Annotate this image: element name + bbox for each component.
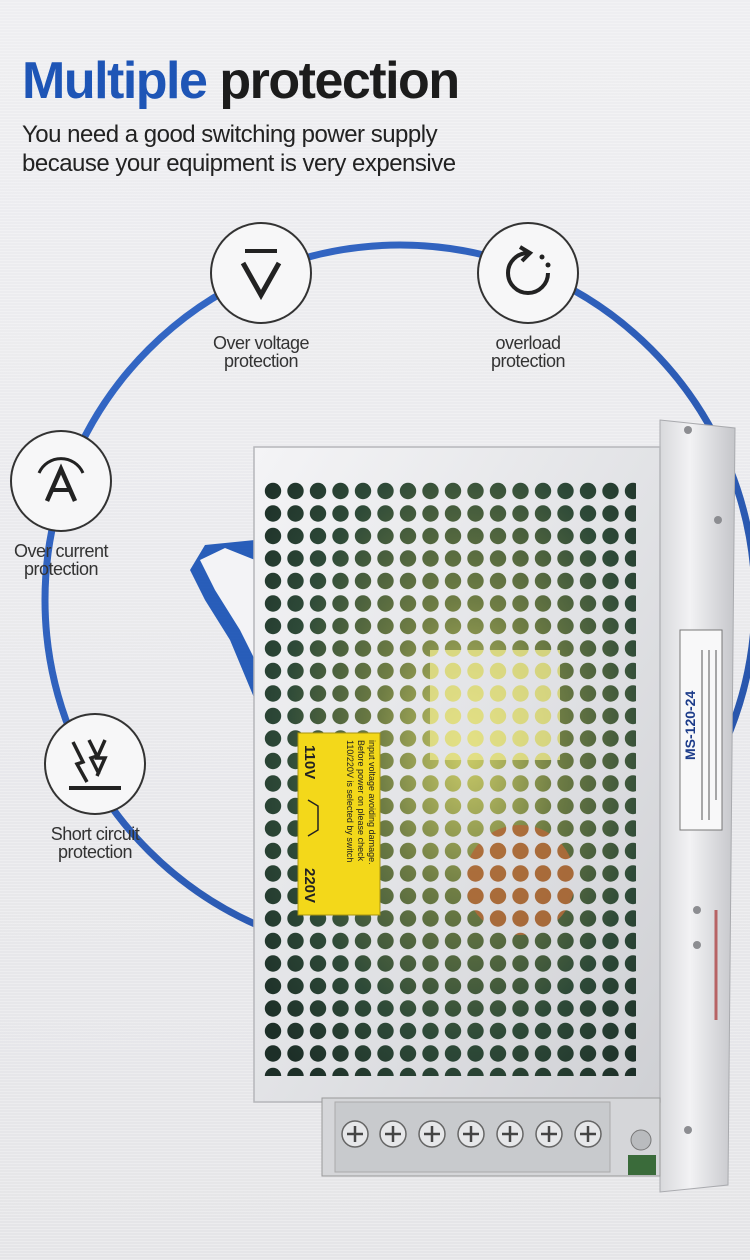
title-accent: Multiple bbox=[22, 52, 208, 110]
short-circuit-icon bbox=[69, 739, 121, 790]
over-current-icon-circle bbox=[10, 430, 112, 532]
title-rest: protection bbox=[219, 52, 460, 110]
feature-label-line2: protection bbox=[23, 559, 99, 579]
terminal-screws bbox=[341, 1120, 602, 1148]
short-circuit-icon-circle bbox=[44, 713, 146, 815]
over-current-icon bbox=[37, 457, 85, 502]
feature-label-line1: Short circuit bbox=[50, 824, 140, 844]
switch-label-line2: Before power on please check bbox=[356, 740, 366, 862]
feature-label-line2: protection bbox=[490, 351, 566, 371]
feature-label-line2: protection bbox=[223, 351, 299, 371]
subtitle-line-2: because your equipment is very expensive bbox=[22, 150, 456, 177]
overload-icon bbox=[506, 245, 551, 295]
feature-label-line2: protection bbox=[57, 842, 133, 862]
feature-short-circuit: Short circuit protection bbox=[30, 713, 160, 861]
overload-icon-circle bbox=[477, 222, 579, 324]
over-voltage-icon-circle bbox=[210, 222, 312, 324]
page-title: Multiple protection bbox=[22, 52, 460, 112]
feature-label-line1: overload bbox=[495, 333, 561, 353]
subtitle-line-1: You need a good switching power supply bbox=[22, 121, 438, 148]
voltage-switch-label: 110V 220V 110/220V is selected by switch… bbox=[297, 732, 381, 916]
switch-label-line1: 110/220V is selected by switch bbox=[345, 740, 355, 862]
over-voltage-icon bbox=[240, 249, 282, 301]
feature-label-line1: Over current bbox=[13, 541, 109, 561]
page-subtitle: You need a good switching power supply b… bbox=[22, 120, 456, 178]
switch-label-220v: 220V bbox=[301, 868, 318, 903]
model-number: MS-120-24 bbox=[682, 691, 698, 760]
switch-label-110v: 110V bbox=[301, 745, 318, 779]
feature-label-line1: Over voltage bbox=[212, 333, 310, 353]
feature-over-voltage: Over voltage protection bbox=[196, 222, 326, 370]
feature-overload: overload protection bbox=[463, 222, 593, 370]
feature-over-current: Over current protection bbox=[0, 430, 126, 578]
switch-label-line3: input voltage avoiding damage. bbox=[367, 740, 377, 865]
